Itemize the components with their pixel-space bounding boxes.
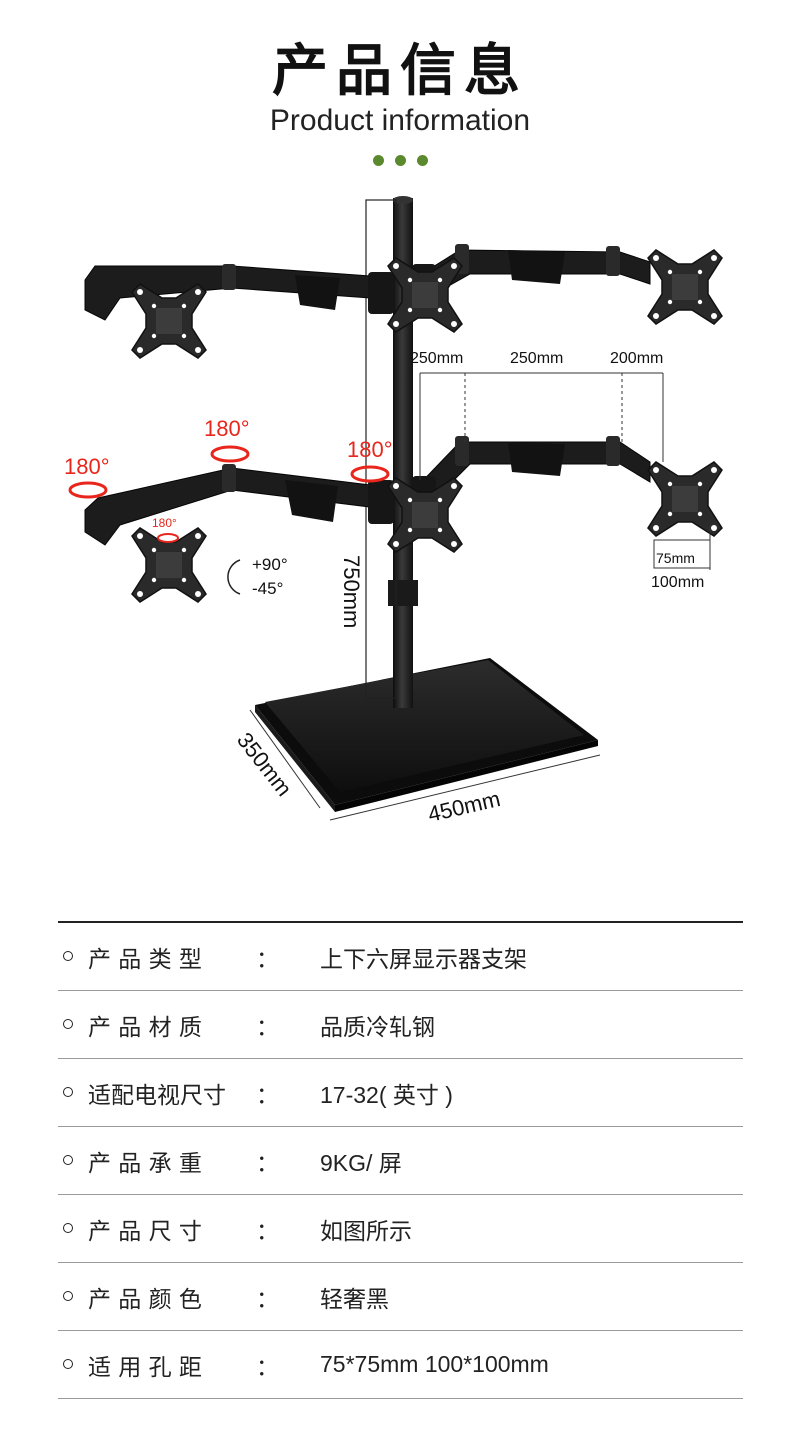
spec-label: 产 品 承 重 [88,1150,202,1177]
vesa-small-label: 75mm [656,550,695,566]
spec-table: 产 品 类 型 ： 上下六屏显示器支架 产 品 材 质 ： 品质冷轧钢 适配电视… [58,921,743,1399]
spec-colon: ： [256,1082,279,1109]
tilt-arrow-icon [227,559,241,595]
lower-arm-left [84,464,394,546]
upper-arm-left [84,264,394,321]
bullet-icon [63,1087,73,1097]
spec-label: 适 用 孔 距 [88,1354,202,1381]
stand-base [255,658,598,812]
spec-colon: ： [256,1150,279,1177]
product-illustration: 250mm 250mm 200mm 75mm 100mm 180° 180° 1… [64,196,723,827]
spec-row-vesa: 适 用 孔 距 ： 75*75mm 100*100mm [58,1331,743,1399]
rotation-label-4: 180° [152,516,177,530]
bullet-icon [63,951,73,961]
spec-value: 17-32( 英寸 ) [320,1081,453,1108]
bullet-icon [63,1291,73,1301]
spec-value: 轻奢黑 [320,1285,389,1312]
vesa-dimension [653,525,711,570]
base-dimension-lines [249,709,601,821]
spacing-label-3: 200mm [610,350,663,367]
spec-colon: ： [256,946,279,973]
spec-colon: ： [256,1286,279,1313]
dot [416,155,428,166]
spec-label: 产 品 颜 色 [88,1286,202,1313]
rotation-label-3: 180° [347,437,393,462]
spacing-label-2: 250mm [510,350,563,367]
spec-colon: ： [256,1218,279,1245]
spec-value: 9KG/ 屏 [320,1149,402,1176]
dot [394,155,406,166]
page-subtitle: Product information [269,104,531,137]
spec-colon: ： [256,1014,279,1041]
spec-value: 上下六屏显示器支架 [320,945,527,972]
page-title: 产品信息 [272,39,528,104]
vesa-plate-lower-right [647,461,723,537]
base-width-label: 450mm [426,786,503,827]
spec-row-screen-size: 适配电视尺寸 ： 17-32( 英寸 ) [58,1059,743,1127]
spec-row-type: 产 品 类 型 ： 上下六屏显示器支架 [58,923,743,991]
spec-label: 产 品 类 型 [88,946,202,973]
bullet-icon [63,1359,73,1369]
bullet-icon [63,1155,73,1165]
tilt-up-label: +90° [252,555,288,574]
pole-height-label: 750mm [339,555,364,628]
spec-label: 产 品 尺 寸 [88,1218,202,1245]
bullet-icon [63,1223,73,1233]
rotation-label-2: 180° [64,454,110,479]
arm-spacing-dimension [419,372,664,480]
spacing-label-1: 250mm [410,350,463,367]
spec-row-load: 产 品 承 重 ： 9KG/ 屏 [58,1127,743,1195]
spec-row-dimensions: 产 品 尺 寸 ： 如图所示 [58,1195,743,1263]
vesa-plate-upper-left [131,283,207,359]
spec-colon: ： [256,1354,279,1381]
spec-row-material: 产 品 材 质 ： 品质冷轧钢 [58,991,743,1059]
spec-value: 品质冷轧钢 [320,1013,435,1040]
spec-label: 适配电视尺寸 [88,1082,226,1109]
rotation-label-1: 180° [204,416,250,441]
spec-value: 如图所示 [320,1217,412,1244]
vesa-plate-lower-left [131,527,207,603]
spec-label: 产 品 材 质 [88,1014,202,1041]
spec-value: 75*75mm 100*100mm [320,1351,549,1377]
spec-row-color: 产 品 颜 色 ： 轻奢黑 [58,1263,743,1331]
rotation-arrow-icon [68,445,390,543]
bullet-icon [63,1019,73,1029]
dot [372,155,384,166]
vesa-plate-upper-right [647,249,723,325]
vesa-large-label: 100mm [651,574,704,591]
decorative-dots [0,155,800,166]
tilt-down-label: -45° [252,579,283,598]
